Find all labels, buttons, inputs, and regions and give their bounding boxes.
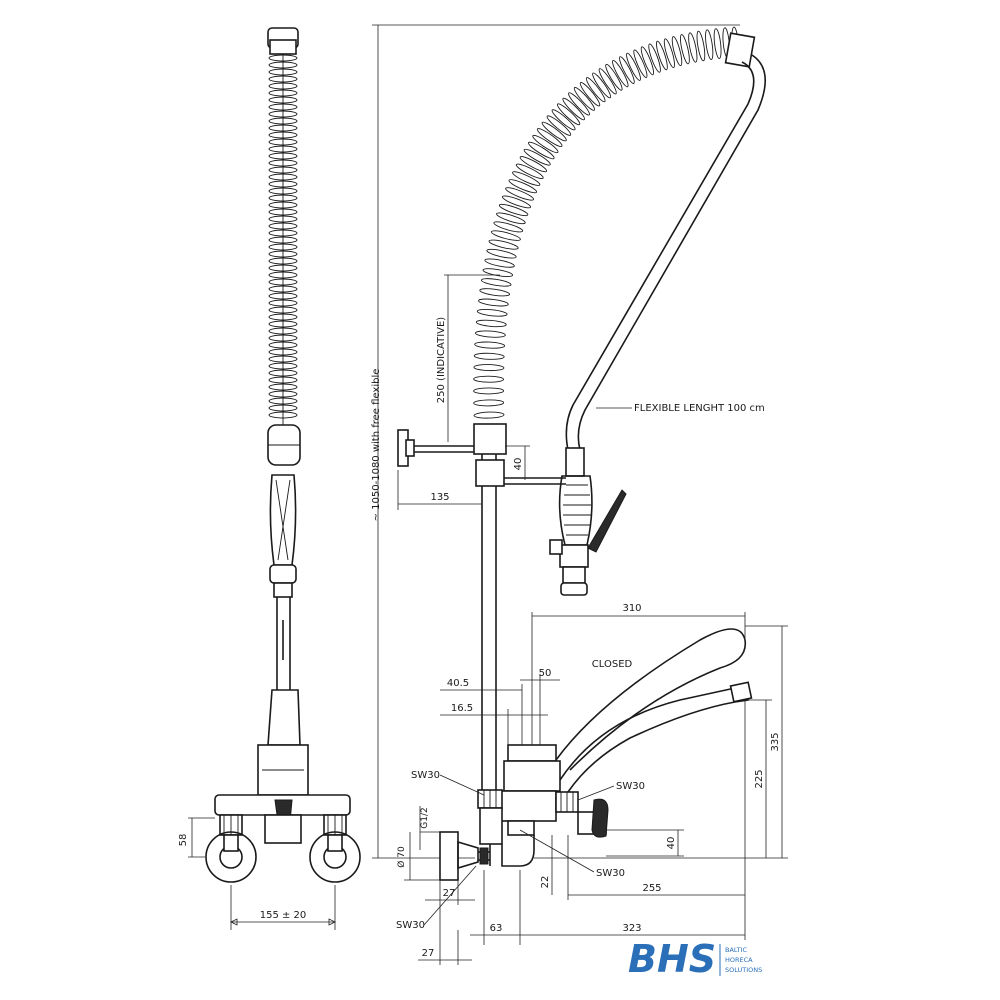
label-g12: G1/2 — [420, 807, 430, 828]
label-sw30-bottom: SW30 — [596, 868, 625, 879]
dim-27-lower: 27 — [422, 948, 435, 959]
label-sw30-lower: SW30 — [396, 920, 425, 931]
dim-63: 63 — [490, 923, 503, 934]
dim-155: 155 ± 20 — [260, 910, 307, 921]
logo-line3: SOLUTIONS — [725, 966, 762, 974]
side-view: ~ 1050-1080 with free flexible FLEXIBLE … — [371, 24, 788, 965]
dim-310: 310 — [622, 603, 641, 614]
logo-line1: BALTIC — [725, 946, 748, 954]
dim-255: 255 — [642, 883, 661, 894]
dim-spring: 250 (INDICATIVE) — [436, 317, 447, 404]
dim-135: 135 — [430, 492, 449, 503]
label-dia70: Ø 70 — [396, 846, 407, 868]
logo-line2: HORECA — [725, 956, 753, 964]
dim-50: 50 — [539, 668, 552, 679]
label-sw30-left: SW30 — [411, 770, 440, 781]
dim-27-upper: 27 — [443, 888, 456, 899]
dim-58: 58 — [178, 834, 189, 847]
dim-40-5: 40.5 — [447, 678, 469, 689]
dim-225: 225 — [754, 769, 765, 788]
label-flexible: FLEXIBLE LENGHT 100 cm — [634, 403, 765, 414]
dim-total-height: ~ 1050-1080 with free flexible — [371, 369, 382, 522]
dim-335: 335 — [770, 732, 781, 751]
bhs-logo: BHS BALTIC HORECA SOLUTIONS — [628, 937, 762, 981]
dim-40-arm: 40 — [513, 458, 524, 471]
dim-323: 323 — [622, 923, 641, 934]
dim-16-5: 16.5 — [451, 703, 473, 714]
front-view: 58 155 ± 20 — [178, 27, 361, 930]
dim-22: 22 — [540, 876, 551, 889]
dim-40-valve: 40 — [666, 837, 677, 850]
logo-name: BHS — [628, 937, 716, 981]
label-sw30-right: SW30 — [616, 781, 645, 792]
arc-spring — [473, 26, 739, 444]
label-closed: CLOSED — [592, 659, 633, 670]
